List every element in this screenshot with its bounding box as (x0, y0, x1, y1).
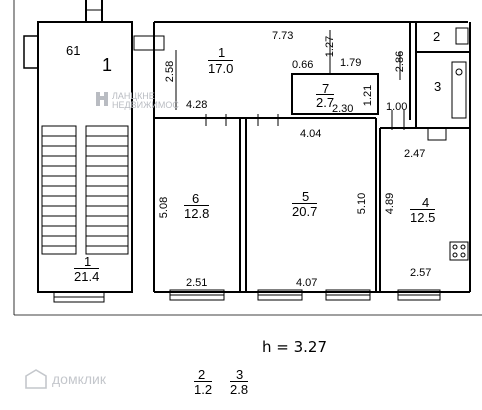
legend-room-3-area: 2.8 (230, 381, 249, 397)
dim-2-51: 2.51 (186, 277, 208, 289)
room-7-area: 2.7 (316, 94, 335, 110)
dim-4-28: 4.28 (186, 99, 208, 111)
dim-1-21: 1.21 (362, 84, 375, 107)
staircase-lower-area: 21.4 (74, 268, 100, 284)
dim-2-57: 2.57 (410, 267, 432, 279)
legend-room-2-area: 1.2 (194, 381, 213, 397)
room-6-number: 6 (192, 191, 200, 206)
dim-4-89: 4.89 (384, 192, 397, 215)
stairs-left (41, 125, 77, 255)
ceiling-height-label: h = 3.27 (262, 338, 328, 356)
bathtub (451, 61, 467, 119)
room-7-number: 7 (322, 81, 330, 96)
dim-0-66: 0.66 (292, 59, 314, 71)
dim-1-27: 1.27 (324, 35, 337, 58)
staircase-lower-number: 1 (84, 254, 92, 269)
staircase-upper-number: 61 (66, 43, 81, 58)
room-4-area: 12.5 (410, 209, 436, 225)
room-3-number: 3 (434, 79, 442, 94)
legend-room-2-number: 2 (198, 367, 206, 382)
dim-2-58: 2.58 (164, 60, 177, 83)
dim-4-07: 4.07 (296, 277, 318, 289)
room-1-area: 17.0 (208, 60, 234, 76)
washbasin (427, 127, 447, 141)
room-2-number: 2 (433, 29, 441, 44)
agency-watermark-line2: НЕДВИЖИМОС (112, 100, 179, 110)
stairs-right (85, 125, 129, 255)
dim-4-04: 4.04 (300, 128, 322, 140)
domclick-logo-icon (25, 369, 47, 389)
room-1-number: 1 (218, 45, 226, 60)
dim-2-30: 2.30 (332, 103, 354, 115)
staircase-mark: 1 (102, 55, 113, 75)
agency-logo-icon (96, 92, 108, 106)
staircase-wall (37, 21, 133, 293)
room-4-number: 4 (422, 195, 430, 210)
dim-5-10: 5.10 (356, 192, 369, 215)
agency-watermark-line1: ЛАНЦКНЕ (112, 91, 155, 101)
dim-2-47: 2.47 (404, 148, 426, 160)
room-7-walls (291, 73, 379, 115)
legend-room-3-number: 3 (236, 367, 244, 382)
room-6-area: 12.8 (184, 205, 210, 221)
room-5-area: 20.7 (292, 203, 318, 219)
dim-2-86: 2.86 (394, 50, 407, 73)
room-5-number: 5 (302, 189, 310, 204)
dim-7-73: 7.73 (272, 30, 294, 42)
staircase-door-frame (23, 35, 39, 69)
stove (449, 241, 469, 261)
dim-1-00: 1.00 (386, 101, 408, 113)
dim-1-79: 1.79 (340, 57, 362, 69)
domclick-watermark: домклик (52, 371, 106, 387)
dim-5-08: 5.08 (158, 196, 171, 219)
toilet (455, 27, 469, 45)
